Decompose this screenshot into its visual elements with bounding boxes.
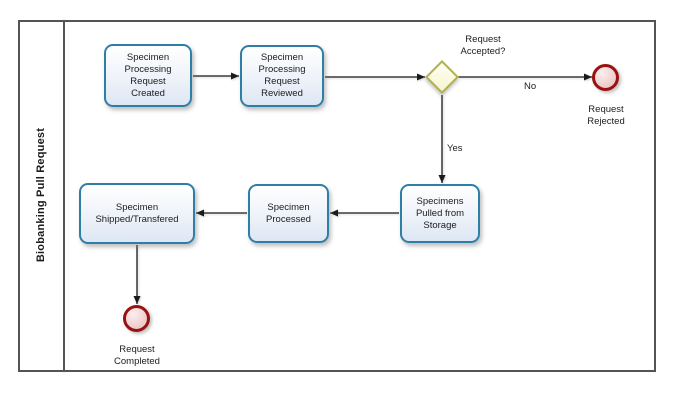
- lane-title: Biobanking Pull Request: [35, 127, 47, 263]
- task-specimen-shipped-transfered: Specimen Shipped/Transfered: [79, 183, 195, 244]
- lane-divider: [63, 22, 65, 370]
- end-event-request-rejected: [592, 64, 619, 91]
- task-specimens-pulled-from-storage: Specimens Pulled from Storage: [400, 184, 480, 243]
- gateway-label: Request Accepted?: [460, 34, 506, 57]
- task-specimen-processed: Specimen Processed: [248, 184, 329, 243]
- task-specimen-request-reviewed: Specimen Processing Request Reviewed: [240, 45, 324, 107]
- task-specimen-request-created: Specimen Processing Request Created: [104, 44, 192, 107]
- end-event-request-completed: [123, 305, 150, 332]
- end-event-completed-label: Request Completed: [114, 344, 160, 367]
- end-event-rejected-label: Request Rejected: [587, 104, 625, 127]
- flow-label-yes: Yes: [447, 143, 463, 154]
- flow-label-no: No: [524, 81, 537, 92]
